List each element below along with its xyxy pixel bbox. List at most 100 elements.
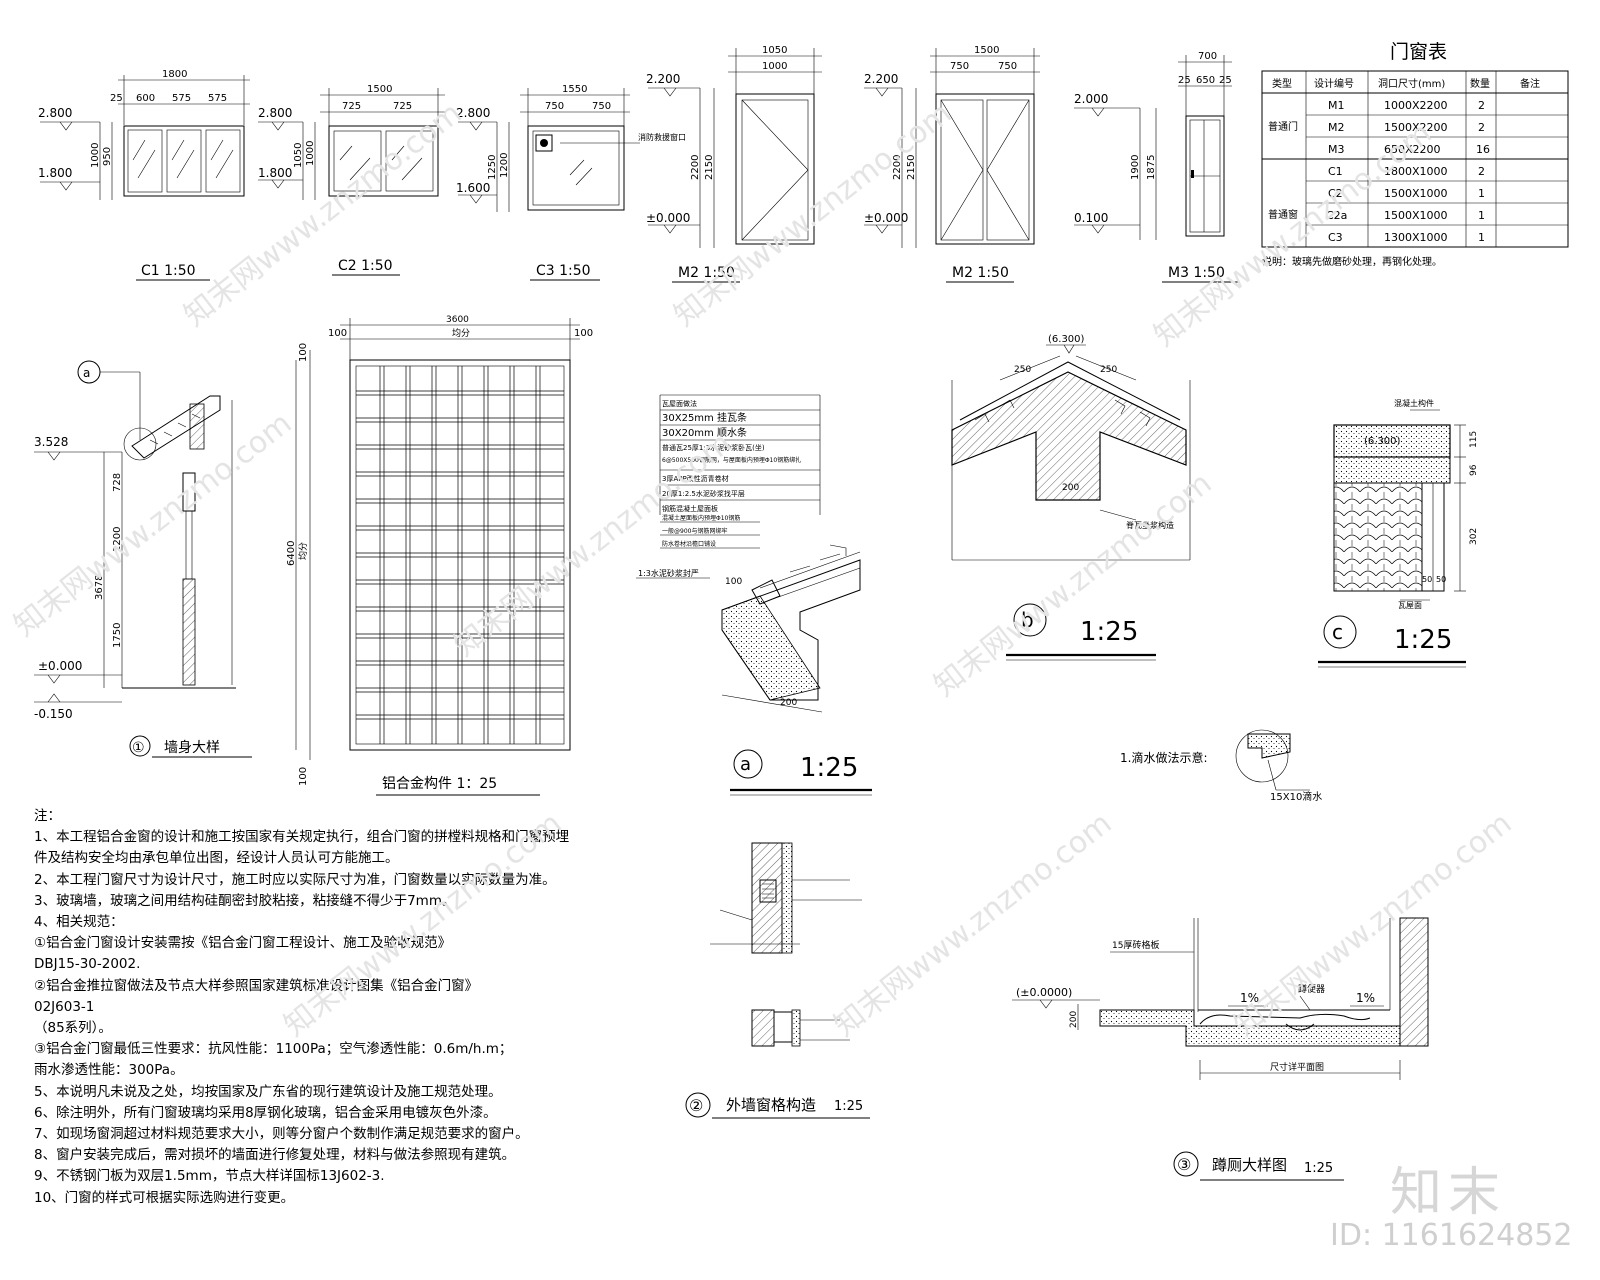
table-cell-code: M1 — [1328, 99, 1345, 112]
detail-3-level: (±0.0000) — [1016, 986, 1072, 999]
table-cell-size: 650X2200 — [1384, 143, 1441, 156]
detail-b-letter: b — [1021, 608, 1034, 632]
detail-b-note: 脊瓦坐浆构造 — [1126, 520, 1174, 530]
wall-dim-2: 1200 — [112, 527, 123, 552]
table-group-windows: 普通窗 — [1268, 208, 1298, 221]
c1-height-2: 950 — [102, 147, 113, 166]
door-m2-double-elevation: 1500 750 750 2200 2150 2.200 ±0.000 M2 1… — [864, 45, 1040, 283]
m2b-part-2: 750 — [998, 61, 1017, 72]
table-header-remark: 备注 — [1520, 77, 1540, 90]
detail-2-label: 外墙窗格构造 — [726, 1096, 816, 1114]
m2a-part: 1000 — [762, 61, 787, 72]
aluminum-side-bottom: 100 — [298, 767, 309, 786]
detail-3-dim: 200 — [1069, 1011, 1079, 1028]
table-header-type: 类型 — [1272, 77, 1292, 90]
detail-c-note-bottom: 瓦屋面 — [1398, 601, 1422, 610]
m2b-label: M2 1:50 — [952, 265, 1009, 281]
detail-c-note-top: 混凝土构件 — [1394, 398, 1434, 408]
m3-height-2: 1875 — [1146, 155, 1157, 180]
detail-3-label: 蹲厕大样图 — [1212, 1156, 1287, 1174]
detail-a-layer: 钢筋混凝土屋面板 — [662, 504, 718, 513]
table-title: 门窗表 — [1390, 41, 1447, 63]
c1-level-bottom: 1.800 — [38, 166, 72, 180]
c2-height-2: 1000 — [305, 141, 316, 166]
c1-part-3: 575 — [208, 93, 227, 104]
table-cell-code: C1 — [1328, 165, 1343, 178]
window-c2-elevation: 1500 725 725 1050 1000 2.800 1.800 C2 1:… — [258, 84, 445, 276]
drip-note: 15X10滴水 — [1270, 790, 1322, 803]
table-cell-size: 1300X1000 — [1384, 231, 1448, 244]
notes-line: 8、窗户安装完成后，需对损坏的墙面进行修复处理，材料与做法参照现有建筑。 — [34, 1147, 516, 1164]
notes-line: ②铝合金推拉窗做法及节点大样参照国家建筑标准设计图集《铝合金门窗》 — [34, 977, 479, 994]
notes-line: ①铝合金门窗设计安装需按《铝合金门窗工程设计、施工及验收规范》 — [34, 935, 452, 952]
table-cell-size: 1500X1000 — [1384, 187, 1448, 200]
detail-3-board: 15厚砖格板 — [1112, 939, 1159, 951]
wall-level-zero: ±0.000 — [38, 659, 82, 673]
detail-a-note: 1:3水泥砂浆封严 — [638, 568, 699, 578]
notes-line: 注： — [34, 808, 61, 824]
detail-b-ridge: (6.300) 250 250 200 脊瓦坐浆构造 b 1:25 — [951, 334, 1191, 661]
notes-line: 6、除注明外，所有门窗玻璃均采用8厚钢化玻璃，铝合金采用电镀灰色外漆。 — [34, 1104, 497, 1121]
m3-part-3: 25 — [1219, 75, 1232, 86]
notes-line: 雨水渗透性能：300Pa。 — [34, 1062, 184, 1079]
m2a-total-dim: 1050 — [762, 45, 787, 56]
c2-label: C2 1:50 — [338, 258, 393, 274]
notes-line: 件及结构安全均由承包单位出图，经设计人员认可方能施工。 — [34, 850, 399, 867]
table-cell-size: 1500X1000 — [1384, 209, 1448, 222]
notes-line: 4、相关规范： — [34, 914, 124, 931]
detail-b-dim: 250 — [1100, 365, 1117, 375]
c3-height-1: 1250 — [487, 155, 498, 180]
m2b-level-top: 2.200 — [864, 72, 898, 86]
table-cell-size: 1800X1000 — [1384, 165, 1448, 178]
m2b-part-1: 750 — [950, 61, 969, 72]
table-cell-qty: 1 — [1478, 209, 1485, 222]
table-cell-code: C3 — [1328, 231, 1343, 244]
notes-line: 9、不锈钢门板为双层1.5mm，节点大样详国标13J602-3. — [34, 1168, 385, 1185]
aluminum-side-mid: 均分 — [297, 542, 309, 560]
wall-dim-1: 728 — [112, 473, 123, 492]
watermark-id: ID: 1161624852 — [1330, 1218, 1573, 1253]
c1-level-top: 2.800 — [38, 106, 72, 120]
table-cell-size: 1000X2200 — [1384, 99, 1448, 112]
door-m2-single-elevation: 1050 1000 2200 2150 2.200 ±0.000 M2 1:50 — [646, 45, 822, 283]
wall-dim-3: 1750 — [112, 623, 123, 648]
c3-label: C3 1:50 — [536, 263, 591, 279]
detail-3-num: ③ — [1177, 1155, 1191, 1174]
table-cell-size: 1500X2200 — [1384, 121, 1448, 134]
detail-a-letter: a — [740, 754, 751, 775]
m2b-level-bottom: ±0.000 — [864, 211, 908, 225]
notes-line: 7、如现场窗洞超过材料规范要求大小，则等分窗户个数制作满足规范要求的窗户。 — [34, 1126, 529, 1143]
table-cell-code: M3 — [1328, 143, 1345, 156]
detail-2-scale: 1:25 — [834, 1099, 863, 1114]
m3-label: M3 1:50 — [1168, 265, 1225, 281]
detail-3-scale: 1:25 — [1304, 1161, 1333, 1176]
table-cell-qty: 2 — [1478, 99, 1485, 112]
c1-height-1: 1000 — [90, 143, 101, 168]
detail-2-num: ② — [689, 1096, 703, 1115]
detail-3-bottom: 尺寸详平面图 — [1270, 1061, 1324, 1073]
c3-height-2: 1200 — [499, 153, 510, 178]
notes-line: 1、本工程铝合金窗的设计和施工按国家有关规定执行，组合门窗的拼樘料规格和门窗预埋 — [34, 829, 570, 846]
table-cell-qty: 2 — [1478, 165, 1485, 178]
table-cell-qty: 1 — [1478, 187, 1485, 200]
m2a-level-bottom: ±0.000 — [646, 211, 690, 225]
detail-b-dim: 250 — [1014, 365, 1031, 375]
c1-label: C1 1:50 — [141, 263, 196, 279]
c3-callout: 消防救援窗口 — [638, 132, 686, 142]
window-c1-elevation: 1800 25 600 575 575 1000 950 2.800 1.800… — [38, 69, 250, 281]
aluminum-top-right: 100 — [574, 328, 593, 339]
detail-c-dim: 302 — [1469, 528, 1479, 545]
door-m3-elevation: 700 25 650 25 1900 1875 2.000 0.100 M3 1… — [1074, 51, 1240, 283]
detail-b-scale: 1:25 — [1080, 617, 1138, 647]
m2b-height-1: 2200 — [892, 155, 903, 180]
detail-3-slope-1: 1% — [1240, 991, 1259, 1005]
m2a-label: M2 1:50 — [678, 265, 735, 281]
detail-2-window-grid: ② 外墙窗格构造 1:25 — [685, 842, 870, 1119]
c3-part-1: 750 — [545, 101, 564, 112]
aluminum-component: 3600 100 均分 100 100 6400 均分 100 铝合金构件 1：… — [286, 315, 593, 796]
notes-line: 3、玻璃墙，玻璃之间用结构硅酮密封胶粘接，粘接缝不得少于7mm。 — [34, 892, 456, 909]
detail-c-scale: 1:25 — [1394, 625, 1452, 655]
c1-total-dim: 1800 — [162, 69, 187, 80]
c3-total-dim: 1550 — [562, 84, 587, 95]
detail-c-cap: (6.300) 混凝土构件 115 96 302 50 50 瓦屋面 c 1:2… — [1318, 398, 1479, 668]
